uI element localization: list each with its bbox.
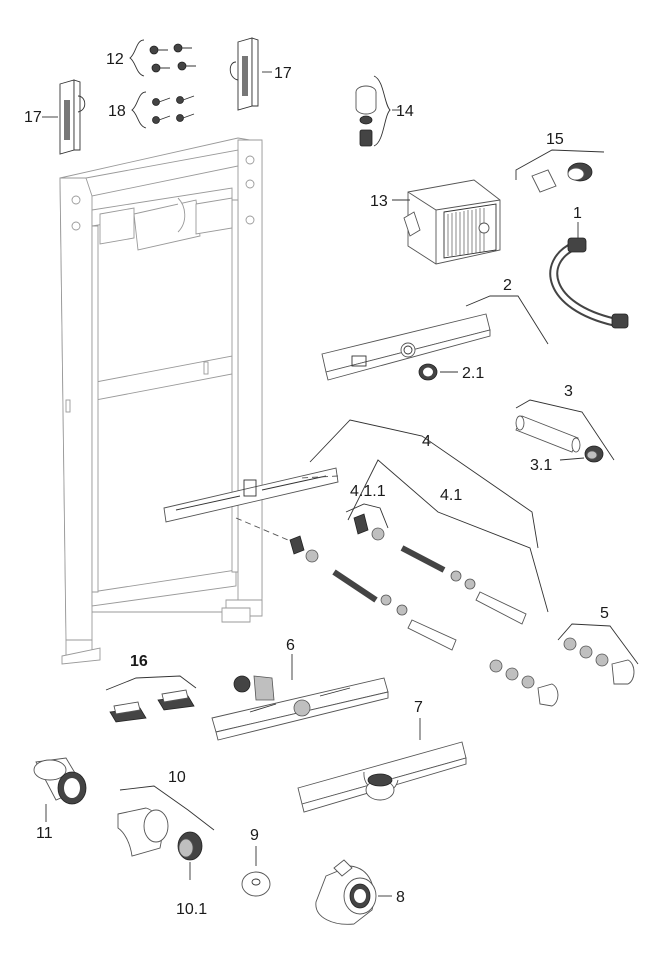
part-7-rail-with-clamp bbox=[297, 718, 467, 813]
label-1: 1 bbox=[573, 205, 582, 222]
label-4-1-1: 4.1.1 bbox=[350, 483, 386, 500]
part-16-clips bbox=[105, 675, 197, 723]
part-4-support-bar bbox=[163, 419, 539, 549]
label-2: 2 bbox=[503, 277, 512, 294]
label-6: 6 bbox=[286, 637, 295, 654]
mounting-frame bbox=[59, 137, 263, 665]
part-1-hose bbox=[549, 222, 629, 329]
part-6-rail-with-elbow bbox=[211, 654, 389, 741]
part-11-pipe-piece bbox=[33, 757, 87, 822]
part-2-mounting-rail bbox=[321, 295, 549, 381]
part-5-caps bbox=[489, 623, 639, 707]
label-15: 15 bbox=[546, 131, 564, 148]
part-18-screws bbox=[131, 91, 195, 129]
label-4: 4 bbox=[422, 433, 431, 450]
label-8: 8 bbox=[396, 889, 405, 906]
part-2-1-ring bbox=[418, 363, 458, 381]
label-14: 14 bbox=[396, 103, 414, 120]
label-2-1: 2.1 bbox=[462, 365, 484, 382]
part-3-pipe bbox=[515, 399, 615, 463]
label-10: 10 bbox=[168, 769, 186, 786]
part-9-cap bbox=[241, 846, 271, 897]
part-10-elbow bbox=[117, 785, 215, 880]
part-15-fittings bbox=[515, 149, 605, 193]
label-13: 13 bbox=[370, 193, 388, 210]
label-17-left: 17 bbox=[24, 109, 42, 126]
label-11: 11 bbox=[36, 825, 53, 842]
part-13-install-box bbox=[392, 179, 501, 265]
part-17-right-bracket bbox=[229, 37, 272, 111]
label-18: 18 bbox=[108, 103, 126, 120]
label-3: 3 bbox=[564, 383, 573, 400]
label-5: 5 bbox=[600, 605, 609, 622]
part-14-fittings bbox=[355, 75, 400, 147]
part-8-siphon bbox=[315, 859, 392, 925]
label-9: 9 bbox=[250, 827, 259, 844]
label-12: 12 bbox=[106, 51, 124, 68]
label-16: 16 bbox=[130, 653, 148, 670]
label-4-1: 4.1 bbox=[440, 487, 462, 504]
part-4-1-set bbox=[289, 459, 549, 651]
part-12-screws bbox=[129, 39, 196, 77]
part-17-left-bracket bbox=[42, 79, 86, 155]
label-10-1: 10.1 bbox=[176, 901, 207, 918]
label-17-right: 17 bbox=[274, 65, 292, 82]
label-7: 7 bbox=[414, 699, 423, 716]
label-3-1: 3.1 bbox=[530, 457, 552, 474]
